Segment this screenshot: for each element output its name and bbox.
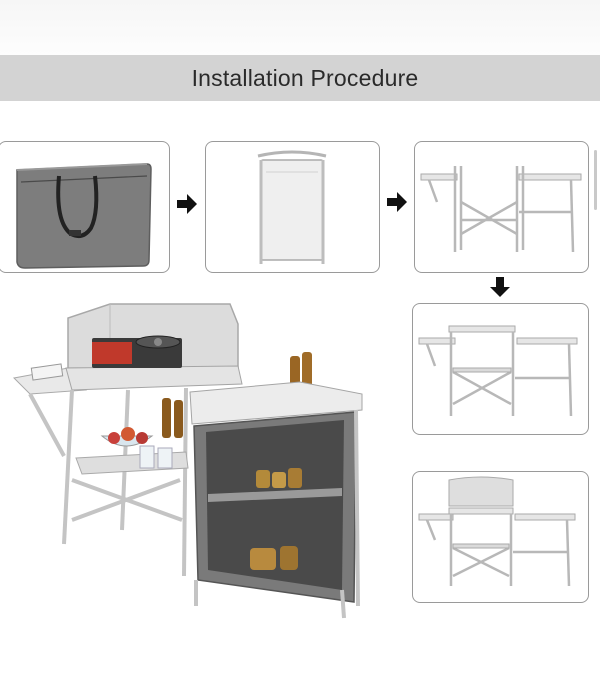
assembled-kitchen-image (10, 280, 390, 630)
folded-table-icon (257, 150, 327, 264)
carry-bag-icon (16, 163, 152, 269)
arrow-right-icon (176, 193, 198, 215)
frame-with-shelf-icon (418, 325, 578, 417)
page-title: Installation Procedure (191, 64, 419, 91)
arrow-right-icon (386, 191, 408, 213)
scrollbar[interactable] (594, 150, 597, 210)
step-card-bag (0, 141, 170, 273)
frame-with-windscreen-icon (418, 476, 576, 587)
step-card-shelf (412, 303, 589, 435)
camping-kitchen-illustration (12, 303, 363, 619)
title-banner: Installation Procedure (0, 55, 600, 101)
step-card-unfolded (414, 141, 589, 273)
top-background (0, 0, 600, 55)
unfolded-frame-icon (420, 166, 582, 253)
step-card-windscreen (412, 471, 589, 603)
arrow-down-icon (489, 276, 511, 298)
step-card-folded (205, 141, 380, 273)
